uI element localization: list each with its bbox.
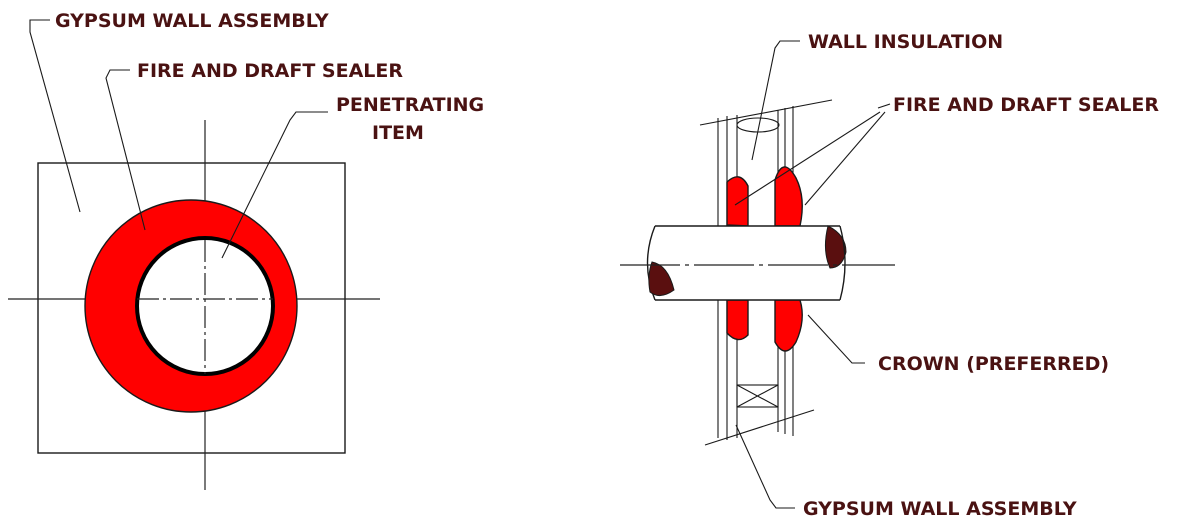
label-sealer-left: FIRE AND DRAFT SEALER [137,60,403,82]
label-item: ITEM [372,122,424,144]
leader-gypsum [735,424,795,509]
pipe-left-end-fill [648,261,675,296]
pipe-right-edge [839,225,846,301]
leader-sealer [105,69,146,231]
leader-sealer-2 [804,111,886,206]
sealer-right-lower [774,299,803,352]
label-gypsum-wall-right: GYPSUM WALL ASSEMBLY [803,498,1077,520]
label-crown: CROWN (PREFERRED) [878,353,1109,375]
leader-sealer-1 [734,111,881,206]
blocking [736,384,779,408]
leader-penetrating [221,111,328,259]
sealer-right-upper [774,166,803,227]
leader-wall [29,19,81,213]
leader-insulation [751,40,800,161]
sealer-left-upper [726,176,749,227]
gypsum-wall-panel [37,162,346,454]
pipe-right-end [824,225,847,269]
break-line-top [699,99,833,126]
section-view: WALL INSULATION FIRE AND DRAFT SEALER CR… [620,31,1159,520]
label-wall-insulation: WALL INSULATION [808,31,1003,53]
break-line-bottom [704,409,815,446]
sealer-left-lower [726,299,749,341]
pipe-body [655,226,840,300]
leader-crown [807,314,865,364]
label-gypsum-wall-left: GYPSUM WALL ASSEMBLY [55,10,329,32]
label-sealer-right: FIRE AND DRAFT SEALER [893,94,1159,116]
label-penetrating: PENETRATING [336,94,484,116]
leader-sealer-top [877,103,891,109]
front-view: GYPSUM WALL ASSEMBLY FIRE AND DRAFT SEAL… [8,10,484,490]
